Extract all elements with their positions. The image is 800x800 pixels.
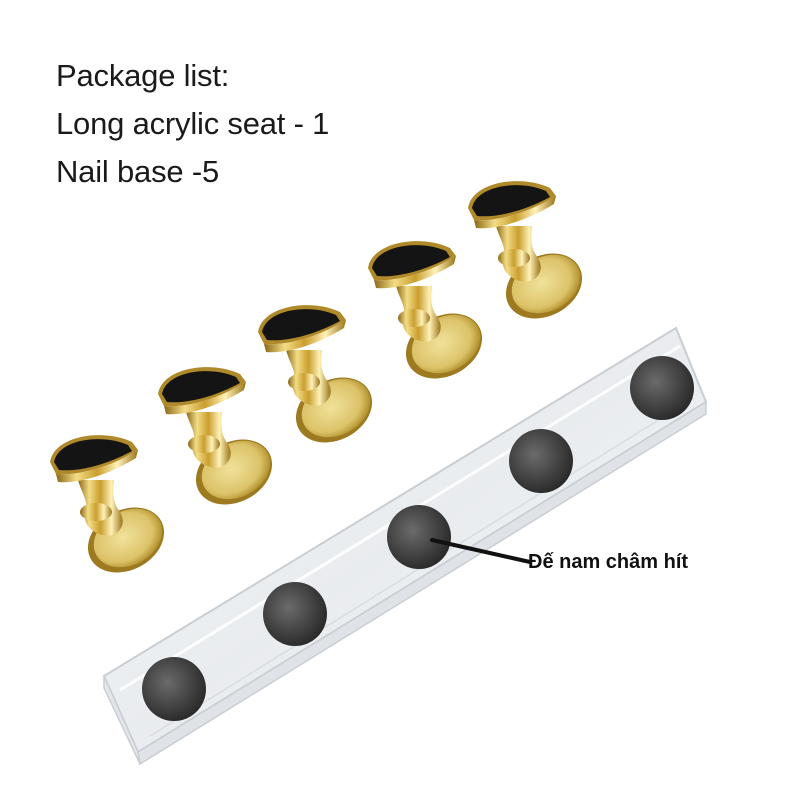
magnet-pad-5 xyxy=(630,356,694,420)
nail-holder-1 xyxy=(50,435,176,586)
callout-label: Đế nam châm hít xyxy=(528,551,689,573)
package-list-item-acrylic-seat: Long acrylic seat - 1 xyxy=(56,106,330,141)
nail-holder-5 xyxy=(468,181,594,332)
nail-holder-2 xyxy=(158,367,284,518)
magnet-pad-2 xyxy=(263,582,327,646)
acrylic-seat xyxy=(102,326,708,766)
package-list-item-nail-base: Nail base -5 xyxy=(56,154,220,189)
callout-line xyxy=(430,538,532,564)
package-list-heading: Package list: xyxy=(56,58,230,93)
magnet-pad-3 xyxy=(387,505,451,569)
magnet-pad-1 xyxy=(142,657,206,721)
nail-holder-4 xyxy=(368,241,494,392)
package-list: Package list: Long acrylic seat - 1 Nail… xyxy=(56,52,329,196)
nail-holder-3 xyxy=(258,305,384,456)
magnet-pad-4 xyxy=(509,429,573,493)
